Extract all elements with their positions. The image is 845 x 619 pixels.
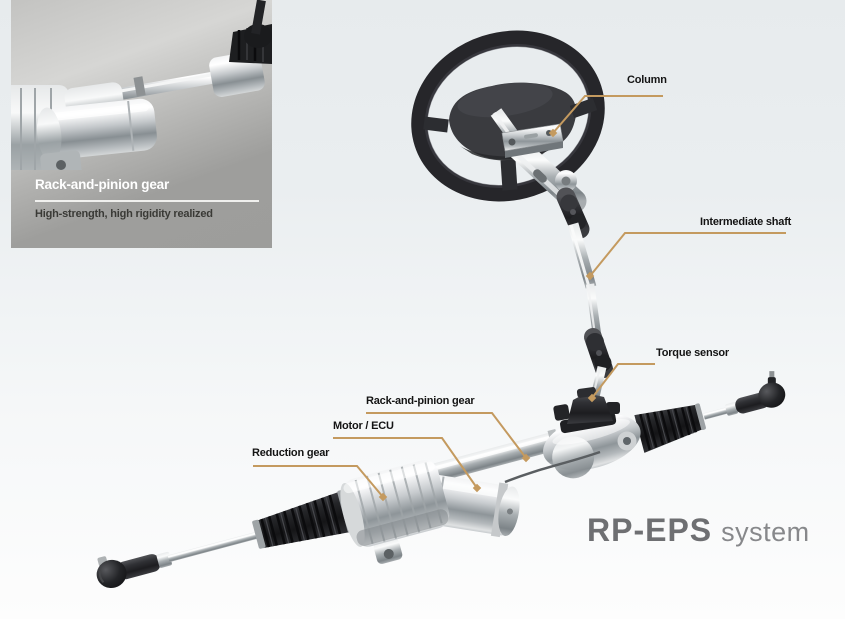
rack-housings	[340, 413, 641, 564]
inset-motor-assembly	[11, 82, 157, 170]
leader-rack-and-pinion	[366, 412, 527, 459]
label-motor-ecu: Motor / ECU	[333, 420, 394, 432]
label-column: Column	[627, 74, 667, 86]
inset-clamp	[133, 76, 146, 97]
bellows-right	[634, 403, 706, 453]
leader-torque-sensor	[591, 363, 655, 399]
inset-divider	[35, 200, 259, 202]
label-reduction-gear: Reduction gear	[252, 447, 330, 459]
product-name-suffix: system	[721, 517, 810, 547]
steering-column	[490, 108, 590, 239]
mount-ear-hole	[623, 437, 631, 445]
leader-dots	[378, 128, 597, 502]
inset-panel: Rack-and-pinion gear High-strength, high…	[11, 0, 272, 248]
inset-joint	[244, 24, 272, 48]
label-intermediate-shaft: Intermediate shaft	[700, 216, 792, 228]
tie-rod-end-right	[703, 371, 786, 420]
intermediate-shaft	[567, 222, 603, 343]
leader-intermediate-shaft	[589, 232, 786, 277]
product-name: RP-EPS system	[587, 512, 810, 549]
label-torque-sensor: Torque sensor	[656, 347, 729, 359]
rack-assembly	[96, 371, 786, 588]
tie-rod-end-left	[96, 530, 263, 588]
sensor-wire	[504, 450, 601, 484]
pinion-housing	[543, 413, 641, 479]
label-rack-and-pinion-gear: Rack-and-pinion gear	[366, 395, 475, 407]
steering-wheel	[411, 30, 605, 202]
inset-shaft	[251, 0, 266, 35]
leader-column	[552, 95, 663, 134]
leader-motor-ecu	[333, 437, 478, 489]
inset-photo	[11, 0, 272, 170]
inset-subtitle: High-strength, high rigidity realized	[35, 208, 213, 220]
bellows-left	[252, 489, 355, 549]
inset-title: Rack-and-pinion gear	[35, 177, 170, 192]
product-name-main: RP-EPS	[587, 512, 713, 548]
leader-lines	[253, 95, 786, 498]
leader-reduction-gear	[253, 465, 384, 498]
